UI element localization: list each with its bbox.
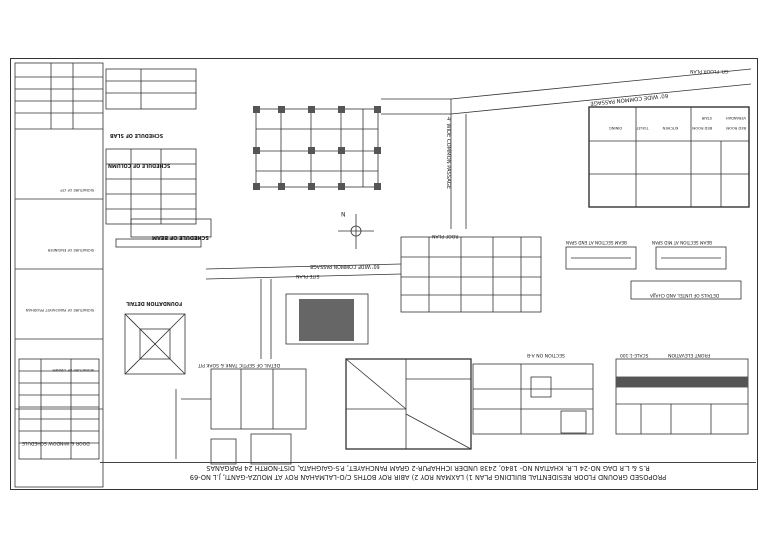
beam-schedule-title: SCHEDULE OF BEAM (152, 234, 209, 240)
room-label: STAIR (701, 116, 712, 120)
ltp-signature: SIGNATURE OF LTP (60, 188, 94, 192)
foundation-detail-title: FOUNDATION DETAIL (126, 300, 183, 305)
signature-column: SIGNATURE OF OWNER SIGNATURE OF PANCHAYE… (14, 160, 94, 400)
engineer-signature: SIGNATURE OF ENGINEER (47, 248, 94, 252)
north-arrow (338, 214, 374, 249)
room-labels: BED ROOM BED ROOM KITCHEN TOILET DINING … (596, 116, 746, 130)
owner-signature: SIGNATURE OF OWNER (52, 368, 94, 372)
slab-schedule-title: SCHEDULE OF SLAB (110, 132, 164, 137)
passage-vertical-label: 4' WIDE COMMON PASSAGE (445, 116, 452, 190)
beam-section-a-label: BEAM SECTION AT END SPAN (566, 240, 627, 245)
roof-plan (345, 358, 472, 450)
front-elevation-title: FRONT ELEVATION (668, 352, 711, 357)
section-ab (472, 363, 594, 435)
septic-tank-detail (175, 368, 307, 465)
front-elevation (615, 358, 749, 435)
ground-floor-plan (588, 106, 750, 208)
door-window-table (18, 358, 100, 460)
beam-sections (565, 246, 742, 300)
ground-floor-plan-title: GR. FLOOR PLAN (690, 68, 729, 73)
schedule-tables (105, 68, 212, 248)
project-title-line-2: R.S & L.R DAG NO-24 L.R. KHATIAN NO- 184… (206, 464, 650, 472)
lintel-label: DETAILS OF LINTEL AND CHAJJA (650, 292, 720, 297)
common-passage (381, 68, 752, 229)
foundation-layout (255, 108, 379, 188)
beam-section-b-label: BEAM SECTION AT MID SPAN (652, 240, 712, 245)
drawing-sheet (10, 58, 758, 490)
prodhan-signature: SIGNATURE OF PANCHAYET PRODHAN (25, 308, 94, 312)
section-title: SECTION ON A-B (527, 352, 565, 357)
room-label: DINING (608, 126, 623, 130)
foundation-detail (124, 313, 186, 375)
site-plan-title: SITE PLAN (296, 273, 320, 278)
room-label: VERANDAH (725, 116, 746, 120)
room-label: KITCHEN (662, 126, 679, 130)
room-label: BED ROOM (726, 126, 746, 130)
project-title-line-1: PROPOSED GROUND FLOOR RESIDENTIAL BUILDI… (189, 473, 667, 481)
roof-plan-title: ROOF PLAN (432, 233, 459, 238)
door-window-schedule-title: DOOR & WINDOW SCHEDULE (22, 440, 90, 445)
north-label: N (341, 210, 346, 217)
left-schedule-column (14, 62, 104, 488)
room-label: TOILET (636, 126, 649, 130)
blueprint-drawing (14, 62, 752, 488)
project-title-bar: R.S & L.R DAG NO-24 L.R. KHATIAN NO- 184… (100, 462, 756, 485)
room-label: BED ROOM (692, 126, 713, 130)
passage-mid-label: 60' WIDE COMMON PASSAGE (310, 263, 380, 268)
roof-plan-grid (400, 236, 542, 313)
revision-table (15, 63, 103, 129)
site-plan (205, 263, 402, 359)
scale-label: SCALE-1:100 (620, 352, 649, 357)
septic-tank-title: DETAIL OF SEPTIC TANK & SOAK PIT (198, 362, 281, 367)
column-schedule-title: SCHEDULE OF COLUMN (108, 162, 171, 167)
